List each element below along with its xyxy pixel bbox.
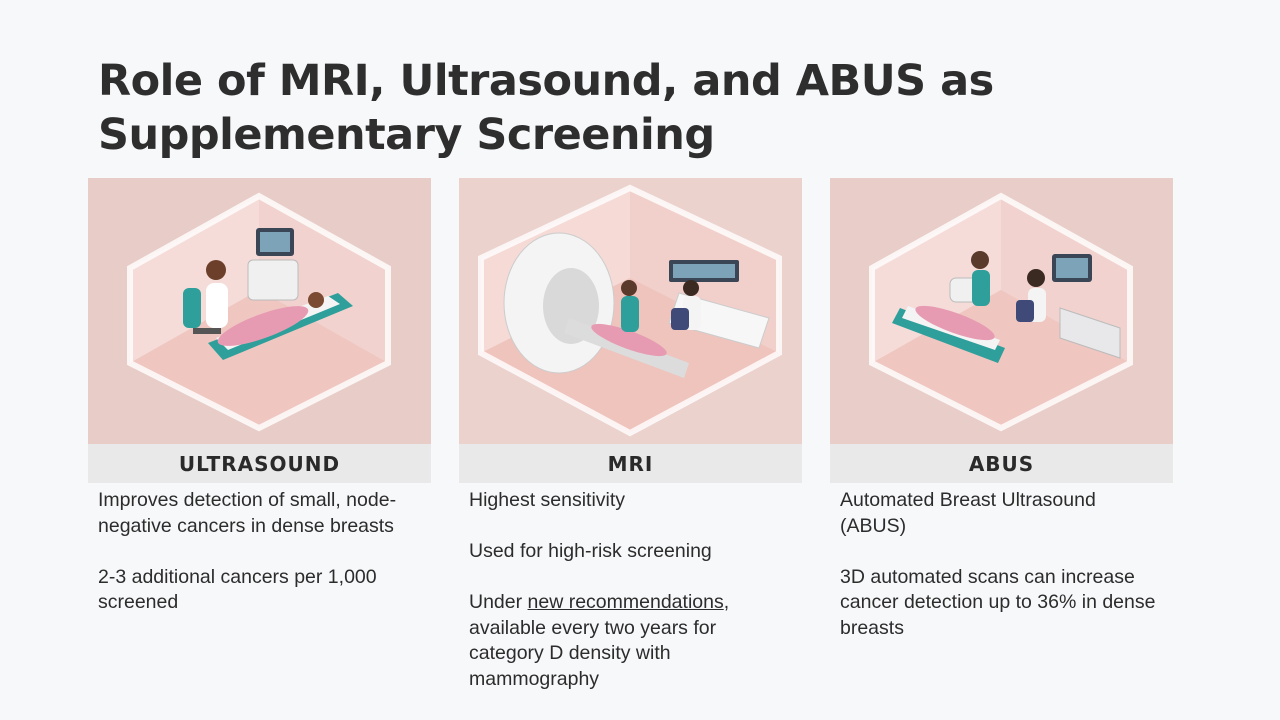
card-paragraph: Highest sensitivity	[469, 489, 626, 511]
card-heading: ABUS	[830, 444, 1173, 483]
card-body: Improves detection of small, node-negati…	[88, 483, 431, 616]
card-mri: MRI Highest sensitivity Used for high-ri…	[459, 178, 802, 692]
mri-scanner-illustration	[459, 178, 802, 444]
paragraph-prefix: Under	[469, 591, 528, 613]
card-body: Highest sensitivity Used for high-risk s…	[459, 483, 802, 692]
slide-title: Role of MRI, Ultrasound, and ABUS as Sup…	[98, 56, 994, 160]
paragraph-suffix: , available every two years for category…	[469, 591, 730, 690]
card-abus: ABUS Automated Breast Ultrasound (ABUS) …	[830, 178, 1173, 641]
card-paragraph: Used for high-risk screening	[469, 540, 712, 562]
card-paragraph: Improves detection of small, node-negati…	[98, 489, 397, 537]
abus-exam-illustration	[830, 178, 1173, 444]
card-heading: MRI	[459, 444, 802, 483]
card-paragraph: Under new recommendations, available eve…	[469, 590, 792, 692]
card-body: Automated Breast Ultrasound (ABUS) 3D au…	[830, 483, 1173, 641]
card-paragraph: Automated Breast Ultrasound (ABUS)	[840, 489, 1096, 537]
new-recommendations-link[interactable]: new recommendations	[527, 591, 724, 613]
card-heading: ULTRASOUND	[88, 444, 431, 483]
ultrasound-exam-illustration	[88, 178, 431, 444]
card-paragraph: 3D automated scans can increase cancer d…	[840, 565, 1156, 639]
card-ultrasound: ULTRASOUND Improves detection of small, …	[88, 178, 431, 616]
card-paragraph: 2-3 additional cancers per 1,000 screene…	[98, 565, 377, 614]
